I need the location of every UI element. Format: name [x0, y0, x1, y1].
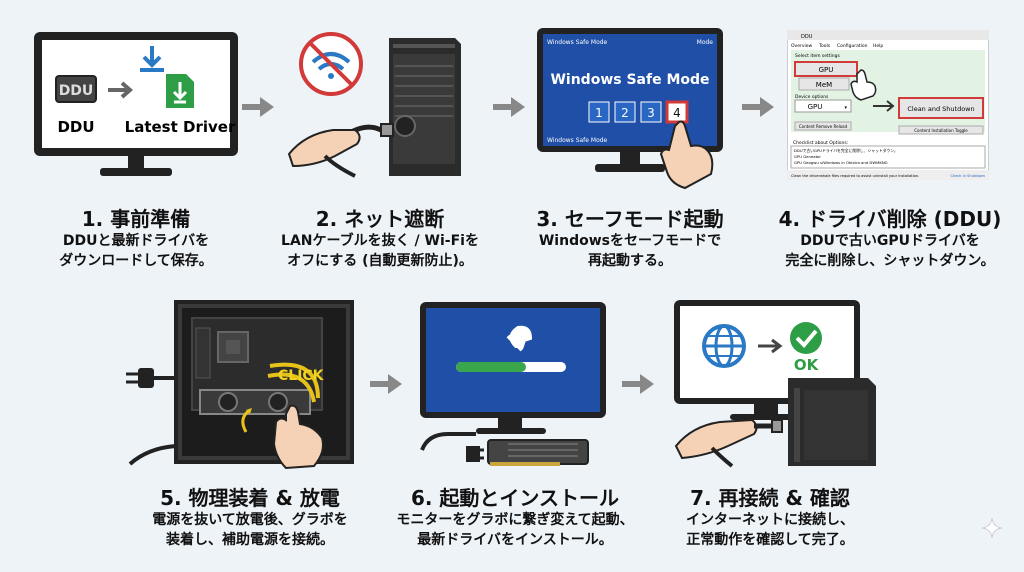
safe-mode-option-3: 3 [640, 101, 662, 123]
svg-text:Clean and Shutdown: Clean and Shutdown [907, 105, 974, 113]
pc-tower-icon [389, 38, 461, 176]
step2-desc-line2: オフにする (自動更新防止)。 [287, 253, 473, 269]
svg-text:GPU Geneator: GPU Geneator [794, 154, 821, 159]
gpu-card-small-icon [487, 439, 589, 466]
svg-text:Content Installation Toggle: Content Installation Toggle [914, 128, 968, 133]
click-label: CLICK [278, 368, 325, 384]
arrow-2-3 [493, 97, 525, 117]
step2-title: 2. ネット遮断 [315, 207, 445, 231]
step2-illustration [287, 32, 461, 178]
step4-desc-line1: DDUで古いGPUドライバを [800, 233, 980, 249]
svg-text:Help: Help [873, 43, 883, 49]
svg-text:Overview: Overview [791, 43, 813, 49]
step7-desc-line2: 正常動作を確認して完了。 [686, 532, 854, 548]
step4-illustration: DDU Overview Tools Configuration Help Se… [787, 30, 989, 180]
step3-desc-line2: 再起動する。 [588, 253, 672, 269]
step7-title: 7. 再接続 & 確認 [690, 486, 850, 510]
svg-text:GPU: GPU [819, 66, 834, 74]
pointing-hand-small-icon [850, 69, 877, 101]
power-plug-icon [126, 368, 176, 388]
step1-illustration: DDU DDU Latest Driver [34, 32, 238, 176]
svg-text:Checklist about Options:: Checklist about Options: [793, 140, 848, 146]
svg-text:1: 1 [595, 106, 603, 120]
step3-illustration: Windows Safe Mode Mode Windows Safe Mode… [537, 28, 723, 190]
svg-text:GPU: GPU [808, 103, 823, 111]
download-icon [140, 46, 164, 72]
step4-desc-line2: 完全に削除し、シャットダウン。 [785, 253, 995, 269]
svg-text:DDU: DDU [57, 118, 94, 136]
svg-text:Windows Safe Mode: Windows Safe Mode [550, 72, 709, 88]
safe-mode-option-2: 2 [614, 101, 636, 123]
svg-text:Tools: Tools [818, 43, 831, 49]
svg-text:▾: ▾ [844, 105, 847, 111]
pointing-hand-icon [659, 120, 714, 190]
step7-illustration: OK [674, 300, 876, 468]
svg-text:Check in Shutdown: Check in Shutdown [950, 174, 985, 178]
step6-desc-line2: 最新ドライバをインストール。 [417, 532, 613, 548]
step1-title: 1. 事前準備 [81, 207, 191, 231]
svg-text:Windows Safe Mode: Windows Safe Mode [547, 39, 608, 46]
svg-text:Configuration: Configuration [837, 43, 868, 49]
svg-text:Latest Driver: Latest Driver [125, 118, 236, 136]
hand-plugging-icon [272, 404, 324, 470]
step7-desc-line1: インターネットに接続し、 [686, 512, 854, 528]
arrow-5-6 [370, 374, 402, 394]
step4-title: 4. ドライバ削除 (DDU) [778, 207, 1002, 231]
pc-tower-small-icon [788, 378, 876, 466]
arrow-3-4 [742, 97, 774, 117]
device-dropdown: GPU ▾ [794, 99, 852, 113]
step5-desc-line2: 装着し、補助電源を接続。 [166, 532, 334, 548]
svg-text:Select item settings: Select item settings [795, 53, 841, 59]
hand-lan-cable-icon [287, 123, 394, 178]
svg-text:2: 2 [621, 106, 629, 120]
svg-text:DDU: DDU [59, 83, 94, 99]
mem-button: MeM [798, 77, 850, 91]
arrow-1-2 [242, 97, 274, 117]
step3-desc-line1: Windowsをセーフモードで [538, 233, 722, 249]
step6-desc-line1: モニターをグラボに繋ぎ変えて起動、 [396, 512, 634, 528]
svg-text:Mode: Mode [697, 39, 714, 46]
svg-text:Windows Safe Mode: Windows Safe Mode [547, 137, 608, 144]
svg-text:DDUで古いGPUドライバを完全に削除し、シャットダウン。: DDUで古いGPUドライバを完全に削除し、シャットダウン。 [794, 148, 898, 153]
wrench-icon [506, 325, 533, 352]
svg-text:Clean the driverwhale files re: Clean the driverwhale files required to … [791, 174, 919, 178]
step5-title: 5. 物理装着 & 放電 [160, 486, 340, 510]
driver-file-icon [166, 74, 194, 108]
hand-cable-icon [674, 418, 783, 468]
globe-icon [702, 324, 746, 368]
svg-text:GPU Geogwu s/Windows in Obistr: GPU Geogwu s/Windows in Obistra and DWMK… [794, 160, 888, 165]
safe-mode-option-1: 1 [588, 101, 610, 123]
svg-text:MeM: MeM [816, 81, 832, 89]
clean-and-shutdown-button: Clean and Shutdown [898, 97, 984, 119]
step6-illustration [420, 302, 606, 466]
step2-desc-line1: LANケーブルを抜く / Wi-Fiを [281, 233, 479, 249]
step1-desc-line1: DDUと最新ドライバを [62, 233, 210, 249]
gpu-button: GPU [794, 61, 858, 77]
install-progress-bar [456, 362, 566, 372]
step5-desc-line1: 電源を抜いて放電後、グラボを [152, 512, 348, 528]
step3-title: 3. セーフモード起動 [536, 207, 724, 231]
arrow-6-7 [622, 374, 654, 394]
step5-illustration: CLICK [126, 300, 354, 470]
svg-text:DDU: DDU [801, 34, 813, 40]
svg-text:3: 3 [647, 106, 655, 120]
ok-check-icon [790, 322, 822, 354]
ddu-logo-icon: DDU [55, 75, 97, 103]
svg-text:Content Remove Reload: Content Remove Reload [799, 124, 848, 129]
no-wifi-icon [299, 32, 363, 96]
svg-text:4: 4 [673, 106, 681, 120]
svg-text:Device options: Device options [795, 94, 829, 100]
safe-mode-option-4: 4 [665, 100, 689, 124]
ok-label: OK [794, 356, 820, 374]
sparkle-icon [981, 517, 1003, 539]
step6-title: 6. 起動とインストール [410, 486, 620, 510]
step1-desc-line2: ダウンロードして保存。 [59, 253, 213, 269]
